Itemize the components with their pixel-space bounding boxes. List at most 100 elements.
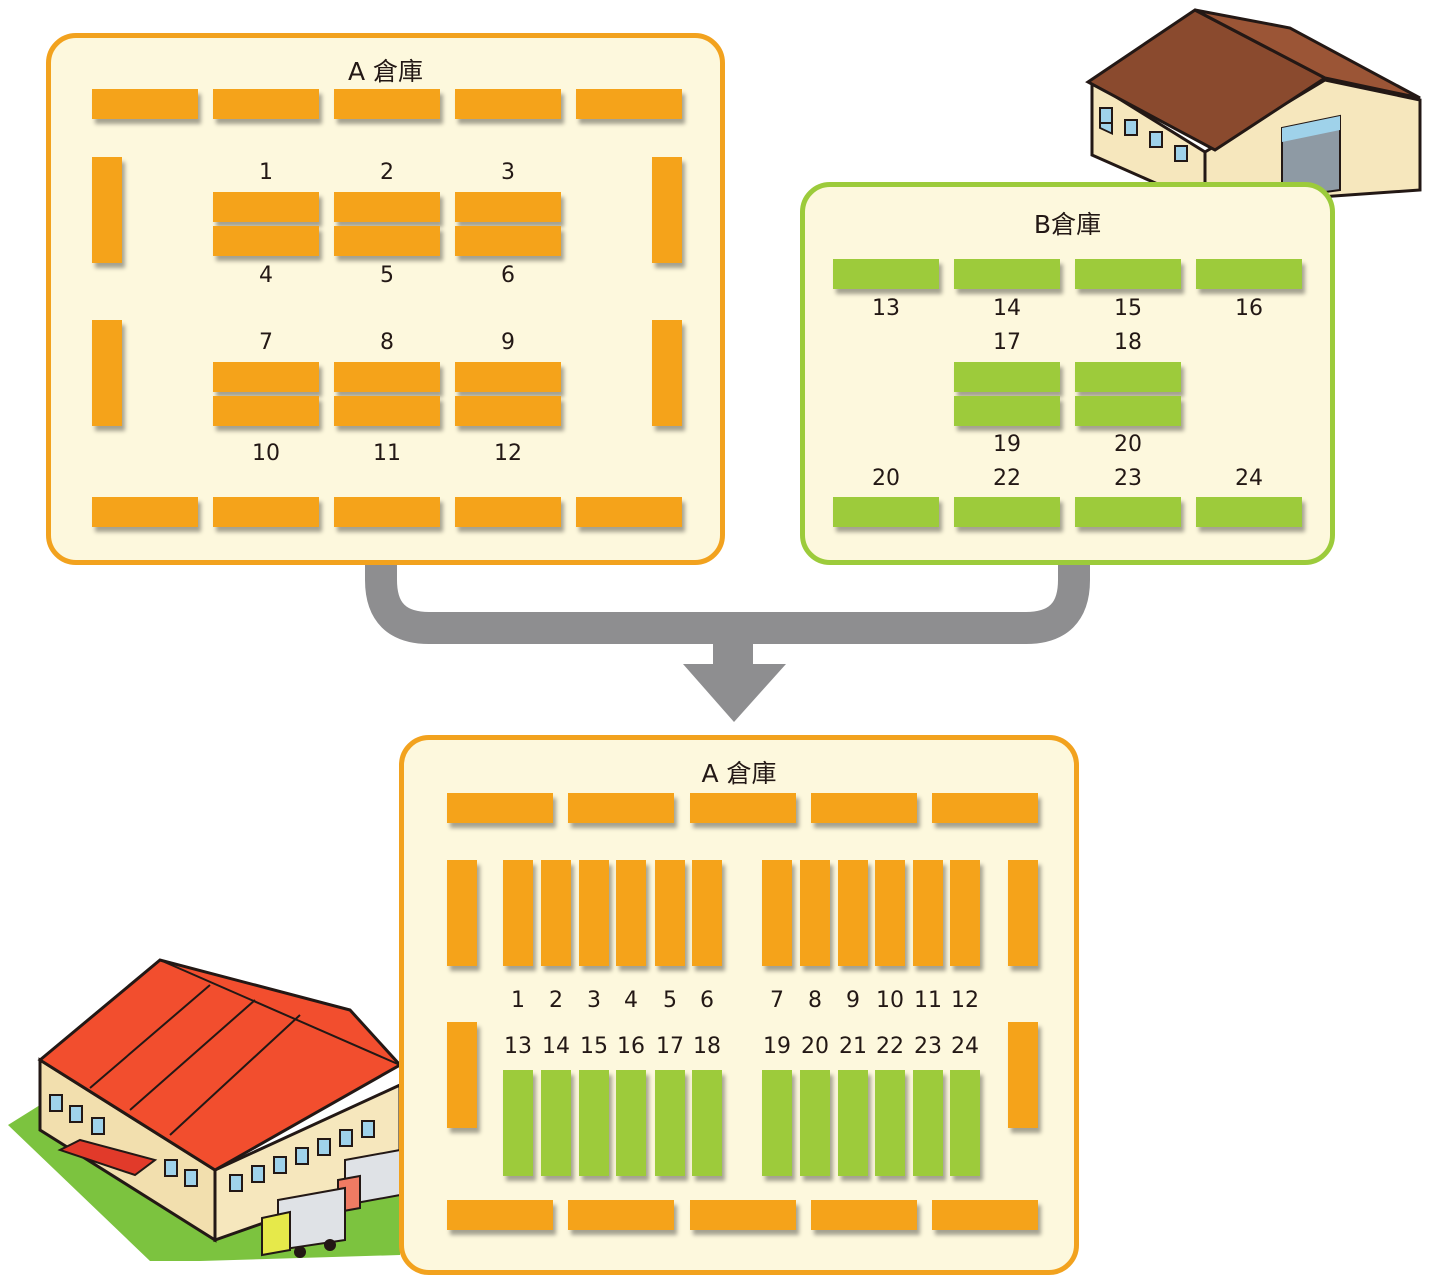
shelf-19	[954, 396, 1060, 426]
shelf-label: 14	[542, 1034, 570, 1059]
shelf-label: 8	[808, 988, 822, 1013]
perimeter-shelf	[576, 497, 682, 527]
shelf-4	[616, 860, 646, 966]
shelf-18	[1075, 362, 1181, 392]
merged-warehouse-title: A 倉庫	[701, 759, 777, 788]
perimeter-shelf	[447, 793, 553, 823]
shelf-7	[762, 860, 792, 966]
shelf-15	[579, 1070, 609, 1176]
shelf-label: 1	[511, 988, 525, 1013]
warehouse-a-title: A 倉庫	[347, 57, 424, 86]
shelf-18	[692, 1070, 722, 1176]
shelf-label: 13	[872, 296, 900, 321]
shelf-label: 6	[700, 988, 714, 1013]
shelf-label: 18	[1114, 330, 1142, 355]
merged-warehouse-panel: A 倉庫	[399, 735, 1079, 1275]
shelf-label: 9	[846, 988, 860, 1013]
perimeter-shelf	[334, 89, 440, 119]
shelf-16	[616, 1070, 646, 1176]
perimeter-shelf	[92, 89, 198, 119]
shelf-label: 20	[872, 466, 900, 491]
shelf-17	[954, 362, 1060, 392]
shelf-label: 4	[259, 263, 273, 288]
shelf-21	[838, 1070, 868, 1176]
shelf-10	[875, 860, 905, 966]
shelf-label: 16	[617, 1034, 645, 1059]
shelf-label: 24	[1235, 466, 1263, 491]
shelf-label: 2	[380, 160, 394, 185]
shelf-7	[213, 362, 319, 392]
shelf-label: 14	[993, 296, 1021, 321]
shelf-label: 15	[1114, 296, 1142, 321]
shelf-2	[334, 192, 440, 222]
shelf-label: 1	[259, 160, 273, 185]
shelf-label: 23	[914, 1034, 942, 1059]
shelf-13	[503, 1070, 533, 1176]
perimeter-shelf	[92, 157, 122, 263]
perimeter-shelf	[690, 1200, 796, 1230]
shelf-label: 23	[1114, 466, 1142, 491]
perimeter-shelf	[932, 793, 1038, 823]
shelf-label: 2	[549, 988, 563, 1013]
warehouse-a-panel: A 倉庫	[46, 33, 725, 565]
perimeter-shelf	[932, 1200, 1038, 1230]
shelf-9	[838, 860, 868, 966]
perimeter-shelf	[92, 320, 122, 426]
shelf-label: 7	[259, 330, 273, 355]
shelf-6	[455, 226, 561, 256]
shelf-label: 20	[801, 1034, 829, 1059]
shelf-label: 5	[380, 263, 394, 288]
shelf-23	[913, 1070, 943, 1176]
shelf-1	[213, 192, 319, 222]
shelf-label: 10	[876, 988, 904, 1013]
shelf-label: 3	[587, 988, 601, 1013]
shelf-label: 17	[656, 1034, 684, 1059]
shelf-label: 4	[624, 988, 638, 1013]
shelf-label: 19	[993, 432, 1021, 457]
shelf-17	[655, 1070, 685, 1176]
shelf-14	[954, 259, 1060, 289]
shelf-16	[1196, 259, 1302, 289]
shelf-label: 11	[914, 988, 942, 1013]
perimeter-shelf	[568, 1200, 674, 1230]
shelf-22	[1075, 497, 1181, 527]
shelf-19	[762, 1070, 792, 1176]
shelf-6	[692, 860, 722, 966]
shelf-label: 24	[951, 1034, 979, 1059]
shelf-8	[800, 860, 830, 966]
perimeter-shelf	[447, 1200, 553, 1230]
shelf-23	[1196, 497, 1302, 527]
shelf-label: 12	[494, 441, 522, 466]
shelf-label: 6	[501, 263, 515, 288]
shelf-20	[800, 1070, 830, 1176]
perimeter-shelf	[447, 860, 477, 966]
shelf-label: 16	[1235, 296, 1263, 321]
shelf-label: 21	[839, 1034, 867, 1059]
shelf-1	[503, 860, 533, 966]
shelf-15	[1075, 259, 1181, 289]
shelf-label: 3	[501, 160, 515, 185]
perimeter-shelf	[447, 1022, 477, 1128]
perimeter-shelf	[213, 89, 319, 119]
perimeter-shelf	[455, 497, 561, 527]
shelf-20	[833, 497, 939, 527]
shelf-14	[541, 1070, 571, 1176]
shelf-label: 5	[663, 988, 677, 1013]
perimeter-shelf	[1008, 1022, 1038, 1128]
shelf-8	[334, 362, 440, 392]
perimeter-shelf	[652, 157, 682, 263]
shelf-4	[213, 226, 319, 256]
shelf-label: 20	[1114, 432, 1142, 457]
shelf-label: 9	[501, 330, 515, 355]
shelf-13	[833, 259, 939, 289]
shelf-3	[579, 860, 609, 966]
perimeter-shelf	[576, 89, 682, 119]
shelf-label: 22	[876, 1034, 904, 1059]
shelf-24	[950, 1070, 980, 1176]
shelf-label: 15	[580, 1034, 608, 1059]
perimeter-shelf	[334, 497, 440, 527]
shelf-3	[455, 192, 561, 222]
warehouse-b-title: B倉庫	[1033, 210, 1102, 239]
